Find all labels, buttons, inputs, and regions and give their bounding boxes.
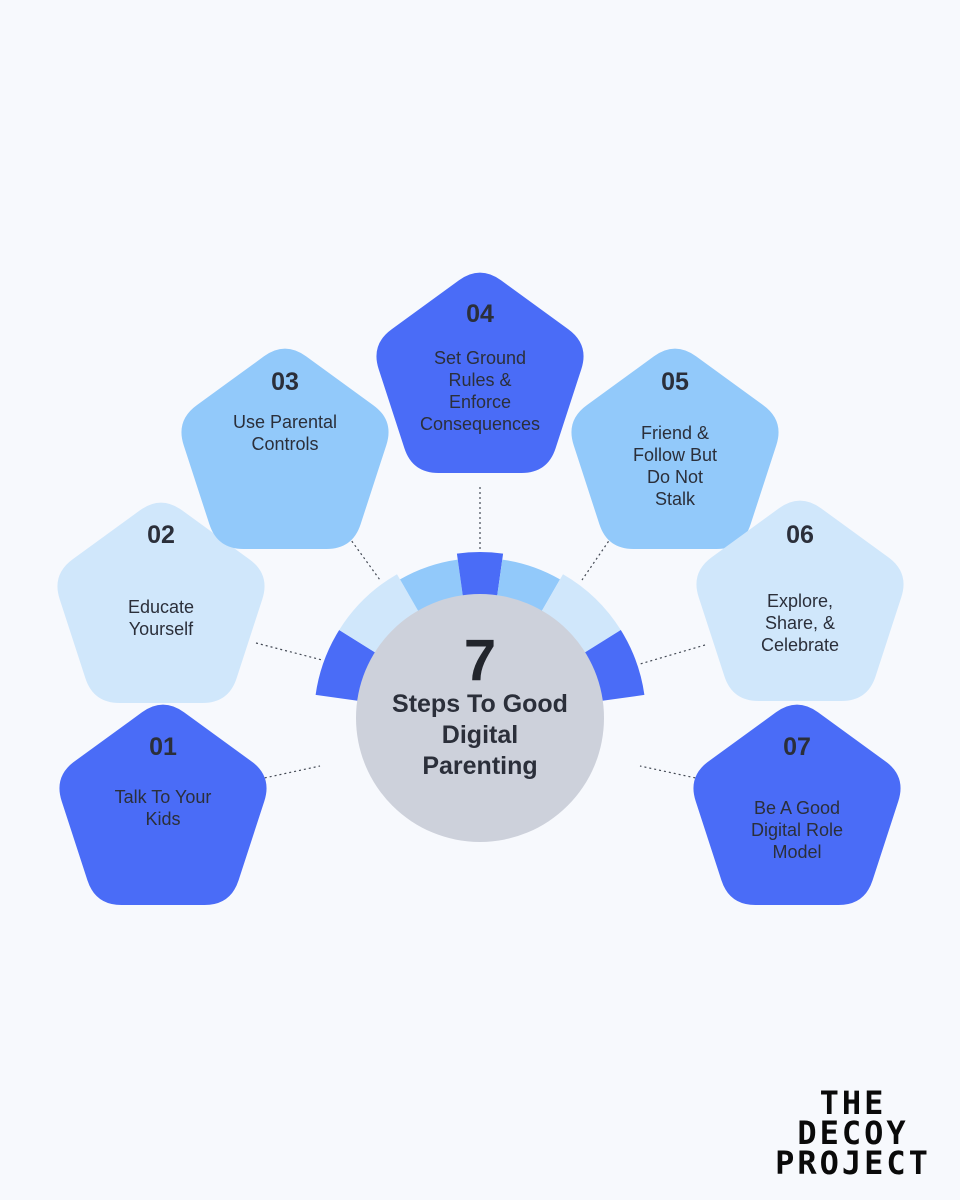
step-3-shape	[181, 348, 389, 549]
step-1-label-line-1: Talk To Your	[115, 787, 212, 807]
step-1-number: 01	[149, 733, 177, 761]
step-6-shape	[696, 500, 904, 701]
connector-step-1	[254, 765, 321, 781]
step-6-label-line-2: Share, &	[765, 613, 835, 633]
connector-step-6	[639, 644, 706, 665]
center-title-line-2: Digital	[442, 721, 518, 749]
center-title-line-1: Steps To Good	[392, 690, 568, 718]
step-5-number: 05	[661, 368, 689, 396]
logo-line-1: THE	[819, 1084, 887, 1122]
step-7-label-line-1: Be A Good	[754, 798, 840, 818]
center-ring	[315, 551, 645, 702]
step-4-label-line-2: Rules &	[448, 370, 511, 390]
step-5-label-line-1: Friend &	[641, 423, 709, 443]
step-1-shape	[59, 704, 267, 905]
step-3-label-line-2: Controls	[251, 434, 318, 454]
step-6-label-line-3: Celebrate	[761, 635, 839, 655]
step-7-number: 07	[783, 733, 811, 761]
step-6-number: 06	[786, 521, 814, 549]
step-5-label-line-4: Stalk	[655, 489, 696, 509]
step-7-label-line-3: Model	[772, 842, 821, 862]
connector-step-2	[255, 642, 323, 661]
logo-line-3: PROJECT	[775, 1144, 931, 1182]
step-4-label-line-3: Enforce	[449, 392, 511, 412]
step-2-number: 02	[147, 521, 175, 549]
step-2-label-line-1: Educate	[128, 597, 194, 617]
connector-step-7	[639, 765, 706, 781]
step-7-shape	[693, 704, 901, 905]
step-4-number: 04	[466, 300, 494, 328]
ring-segment-step-4	[456, 551, 504, 600]
center-title-line-3: Parenting	[422, 752, 537, 780]
logo-line-2: DECOY	[797, 1114, 909, 1152]
step-2-label-line-2: Yourself	[129, 619, 194, 639]
step-5-shape	[571, 348, 779, 549]
step-1-label-line-2: Kids	[145, 809, 180, 829]
step-2-shape	[57, 502, 265, 703]
decoy-project-logo: THE DECOY PROJECT	[758, 1084, 948, 1182]
step-3-number: 03	[271, 368, 299, 396]
center-number: 7	[464, 628, 496, 693]
step-6-label-line-1: Explore,	[767, 591, 833, 611]
center-circle	[356, 594, 604, 842]
ring-segment-step-2	[339, 574, 420, 655]
step-4-label-line-1: Set Ground	[434, 348, 526, 368]
step-7-label-line-2: Digital Role	[751, 820, 843, 840]
step-4-label-line-4: Consequences	[420, 414, 540, 434]
ring-segment-step-6	[540, 574, 621, 655]
step-5-label-line-2: Follow But	[633, 445, 717, 465]
step-5-label-line-3: Do Not	[647, 467, 703, 487]
step-3-label-line-1: Use Parental	[233, 412, 337, 432]
step-4-shape	[376, 272, 584, 473]
